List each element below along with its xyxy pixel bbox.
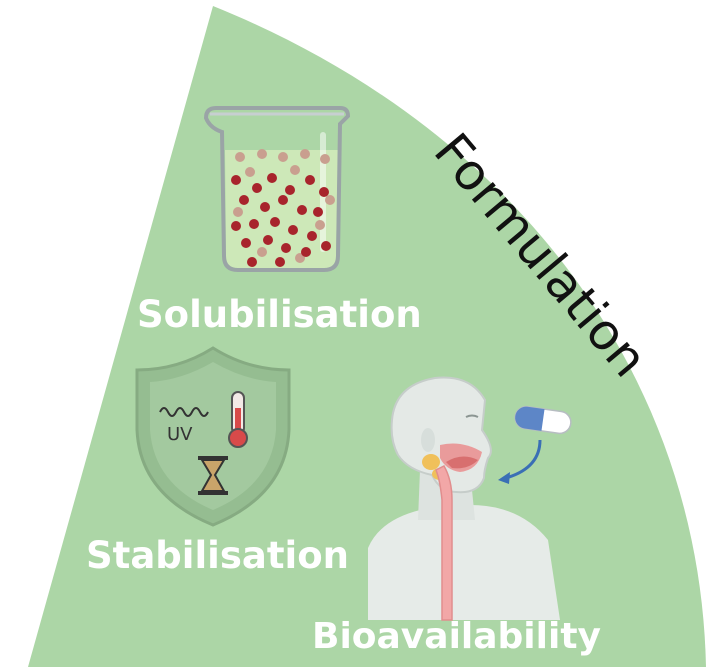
head-profile-icon <box>368 376 560 621</box>
arrow-icon <box>498 439 542 484</box>
hourglass-icon <box>198 456 228 495</box>
uv-label: UV <box>167 424 193 445</box>
thermometer-icon <box>228 391 248 448</box>
capsule-icon <box>514 405 572 435</box>
solubilisation-label: Solubilisation <box>137 293 422 336</box>
beaker-icon <box>203 106 351 272</box>
uv-wave-icon <box>159 407 209 417</box>
bioavailability-label: Bioavailability <box>312 616 601 657</box>
stabilisation-label: Stabilisation <box>86 534 349 577</box>
